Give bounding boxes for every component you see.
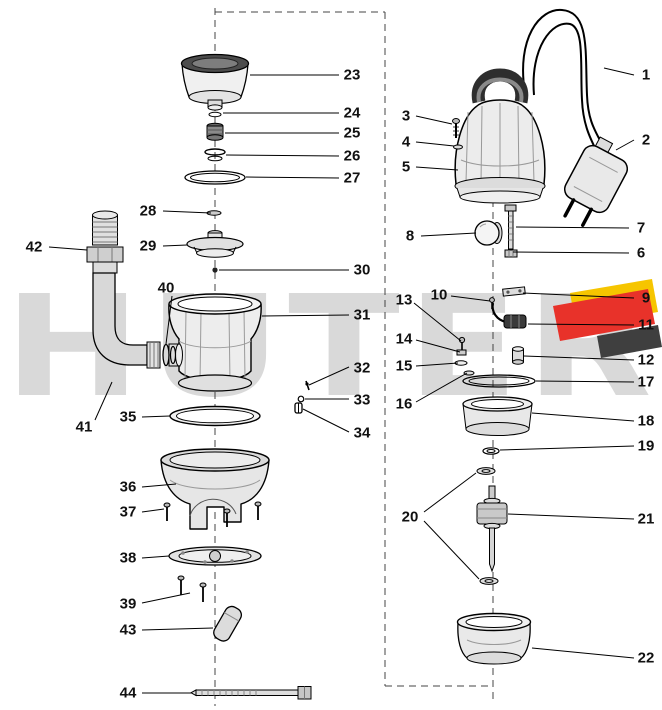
part-12-sleeve [512, 346, 524, 365]
part-label-37: 37 [119, 503, 137, 521]
part-label-3: 3 [401, 107, 411, 125]
part-label-27: 27 [343, 169, 361, 187]
part-31-pump-housing [168, 293, 262, 392]
part-24-ring [208, 111, 222, 118]
part-33-ball [297, 395, 305, 403]
part-label-5: 5 [401, 158, 411, 176]
part-23-filter-cap [180, 53, 250, 111]
part-35-oring [169, 405, 261, 427]
part-26-rings [204, 148, 226, 162]
part-11-cable-clip [491, 302, 527, 329]
part-label-34: 34 [353, 424, 371, 442]
leader-lines [48, 67, 635, 694]
part-label-15: 15 [395, 357, 413, 375]
part-16-washer [463, 370, 475, 376]
part-label-12: 12 [637, 351, 655, 369]
part-8-float-ball [474, 220, 503, 246]
part-label-9: 9 [641, 289, 651, 307]
part-label-16: 16 [395, 395, 413, 413]
part-20-washers [476, 467, 499, 585]
part-label-29: 29 [139, 237, 157, 255]
part-5-motor-housing [454, 68, 546, 204]
part-41-elbow [86, 246, 161, 369]
part-43-outlet-stub [213, 605, 243, 642]
part-label-19: 19 [637, 437, 655, 455]
part-label-40: 40 [157, 279, 175, 297]
part-label-10: 10 [430, 286, 448, 304]
part-label-25: 25 [343, 124, 361, 142]
part-25-valve [206, 122, 224, 141]
part-label-22: 22 [637, 649, 655, 667]
part-label-26: 26 [343, 147, 361, 165]
part-label-17: 17 [637, 373, 655, 391]
part-label-39: 39 [119, 595, 137, 613]
part-label-38: 38 [119, 549, 137, 567]
part-label-43: 43 [119, 621, 137, 639]
part-19-ring [482, 447, 500, 455]
part-30-pin [212, 267, 218, 273]
part-label-6: 6 [636, 244, 646, 262]
part-label-14: 14 [395, 330, 413, 348]
part-36-volute [160, 448, 270, 530]
part-label-18: 18 [637, 412, 655, 430]
part-21-rotor [476, 485, 508, 573]
part-label-31: 31 [353, 306, 371, 324]
flag-dark-swoosh [597, 325, 662, 358]
part-14-nut [456, 349, 467, 356]
part-40-orings [162, 343, 177, 367]
part-label-2: 2 [641, 131, 651, 149]
part-label-13: 13 [395, 291, 413, 309]
part-label-41: 41 [75, 418, 93, 436]
part-label-20: 20 [401, 508, 419, 526]
part-label-7: 7 [636, 219, 646, 237]
part-label-4: 4 [401, 133, 411, 151]
part-label-28: 28 [139, 202, 157, 220]
part-7-bolt [504, 204, 517, 250]
part-22-base-cup [456, 612, 532, 665]
part-label-44: 44 [119, 684, 137, 702]
part-38-plate [168, 546, 262, 566]
part-label-23: 23 [343, 66, 361, 84]
part-27-gasket [184, 170, 246, 185]
part-4-washer [453, 144, 463, 150]
part-42-hose-adapter [92, 210, 118, 246]
part-1-power-cable [522, 8, 604, 153]
part-17-gasket [462, 374, 536, 388]
part-label-1: 1 [641, 66, 651, 84]
part-29-disc [186, 230, 244, 258]
part-13-screw [458, 336, 466, 350]
part-6-nut [504, 249, 518, 258]
part-label-21: 21 [637, 510, 655, 528]
part-18-seal-housing [462, 396, 533, 436]
part-34-clip [294, 402, 303, 414]
part-label-36: 36 [119, 478, 137, 496]
flag-red-ribbon [553, 289, 655, 341]
part-label-33: 33 [353, 391, 371, 409]
part-label-8: 8 [405, 227, 415, 245]
part-label-42: 42 [25, 238, 43, 256]
part-44-bolt [189, 686, 312, 700]
part-2-plug [563, 136, 629, 227]
part-label-35: 35 [119, 408, 137, 426]
part-37-screws [163, 501, 262, 527]
part-label-11: 11 [638, 316, 654, 334]
part-label-30: 30 [353, 261, 371, 279]
part-32-pin [305, 380, 310, 391]
part-9-bracket [502, 286, 526, 297]
part-label-32: 32 [353, 359, 371, 377]
part-3-screw [452, 118, 460, 138]
part-39-screws [177, 575, 207, 602]
part-label-24: 24 [343, 104, 361, 122]
